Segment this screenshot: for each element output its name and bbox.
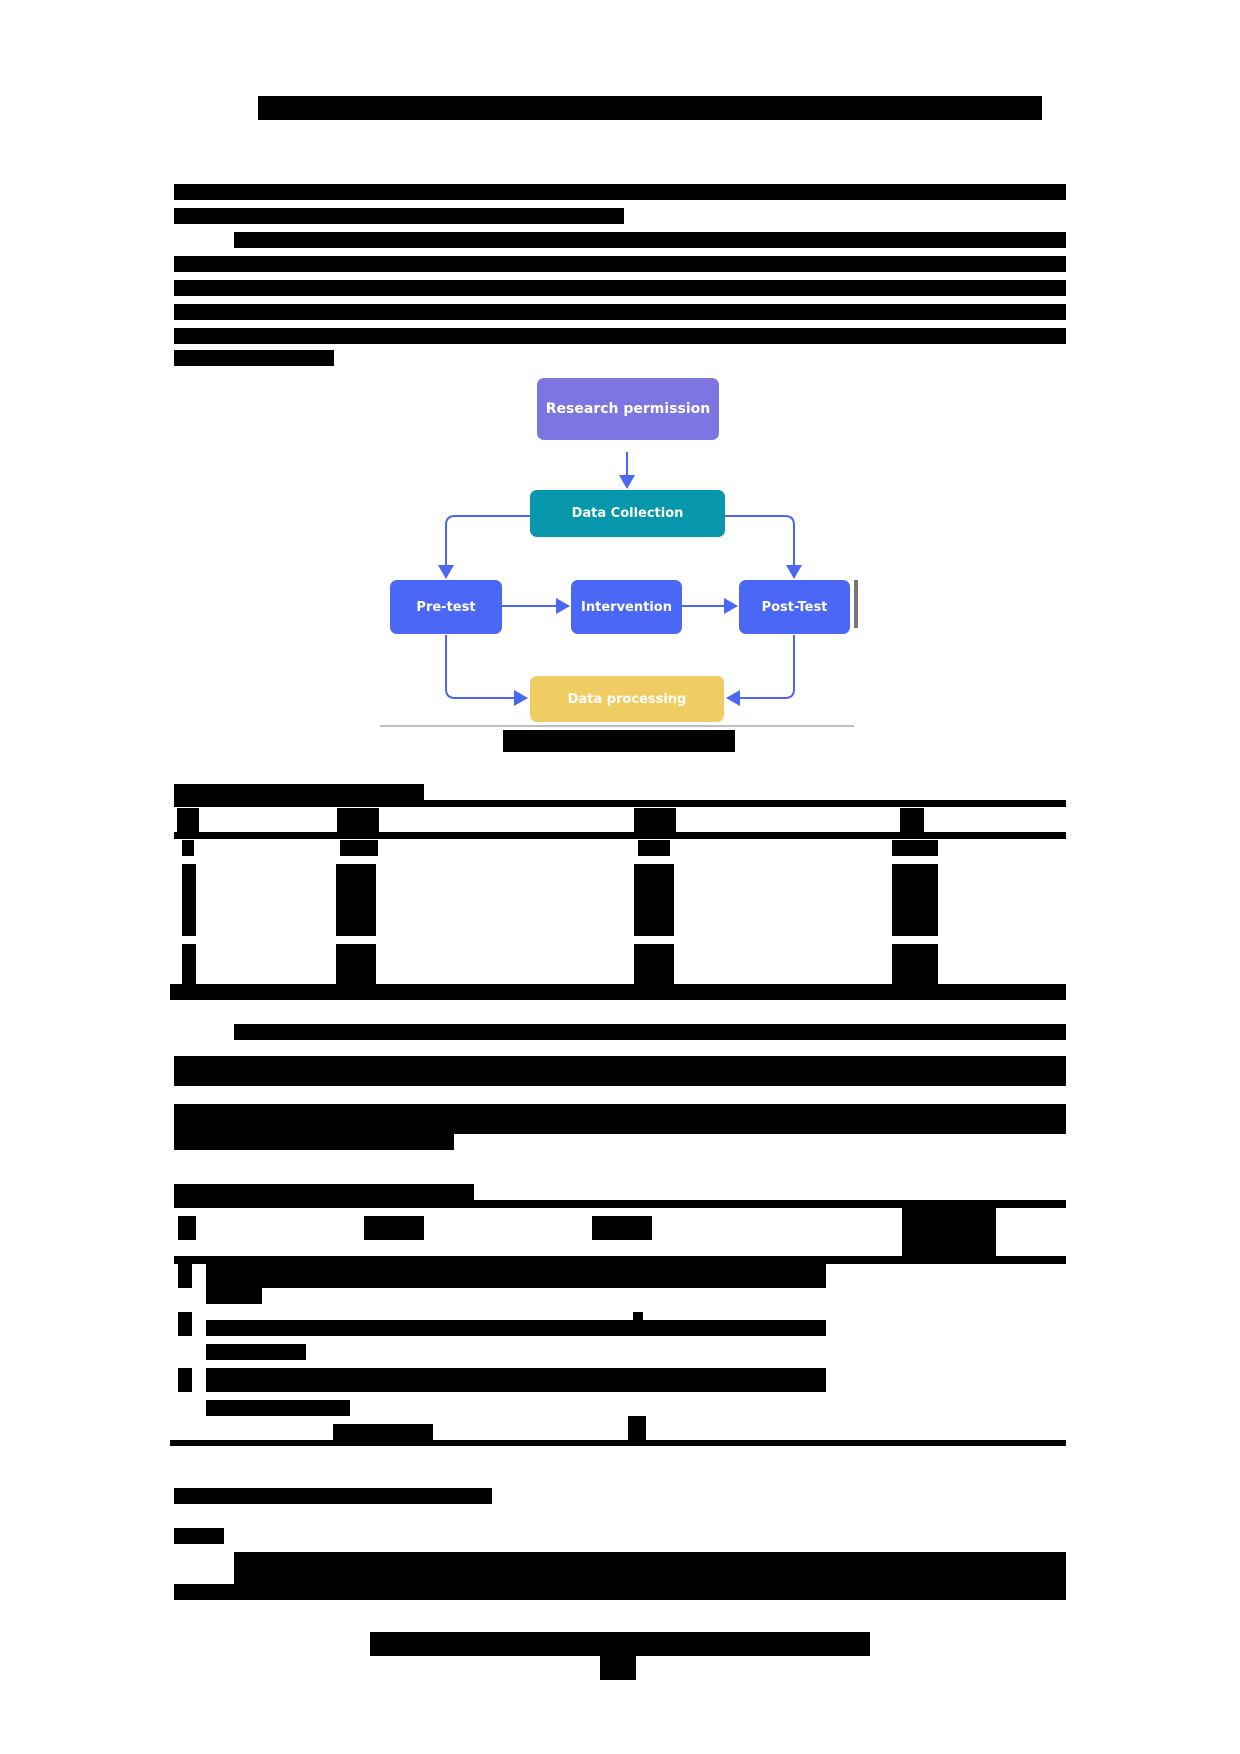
node-pre-test: Pre-test	[390, 580, 502, 634]
research-flow-diagram: Research permission Data Collection Pre-…	[380, 378, 860, 730]
flow-connectors	[380, 452, 858, 727]
node-post-test: Post-Test	[739, 580, 850, 634]
running-header	[258, 96, 1042, 120]
node-research-permission: Research permission	[537, 378, 719, 440]
table-1-title	[174, 784, 424, 802]
figure-caption	[503, 730, 735, 752]
node-data-collection: Data Collection	[530, 490, 725, 537]
node-intervention: Intervention	[571, 580, 682, 634]
node-data-processing: Data processing	[530, 676, 724, 722]
